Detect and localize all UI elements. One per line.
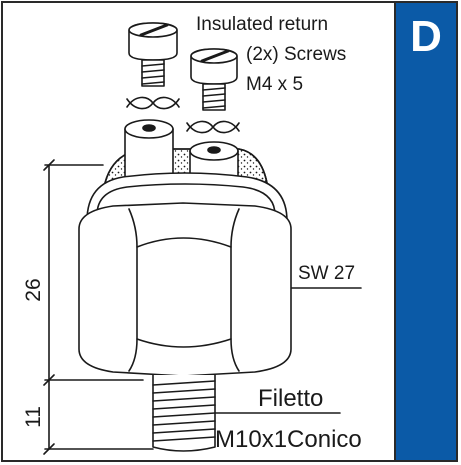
section-letter: D <box>410 12 442 61</box>
washer-right <box>186 120 240 134</box>
label-thread-line2: M10x1Conico <box>215 426 362 453</box>
washer-left <box>126 96 180 110</box>
sensor-drawing: Insulated return (2x) Screws M4 x 5 SW 2… <box>22 14 362 455</box>
section-tab: D <box>394 3 456 460</box>
dimension-thread-height: 11 <box>22 406 45 428</box>
hex-body <box>78 202 292 377</box>
terminal-post-left <box>124 119 174 185</box>
label-screws: (2x) Screws <box>246 44 346 65</box>
screw-right <box>190 48 238 111</box>
screw-left <box>128 22 178 87</box>
thread-stem <box>152 374 216 452</box>
dimension-body-height: 26 <box>22 278 45 301</box>
label-thread-line1: Filetto <box>258 385 323 412</box>
label-insulated-return: Insulated return <box>196 14 328 35</box>
label-screw-size: M4 x 5 <box>246 74 303 95</box>
dimension-lines <box>43 159 154 455</box>
label-hex-size: SW 27 <box>298 263 355 284</box>
